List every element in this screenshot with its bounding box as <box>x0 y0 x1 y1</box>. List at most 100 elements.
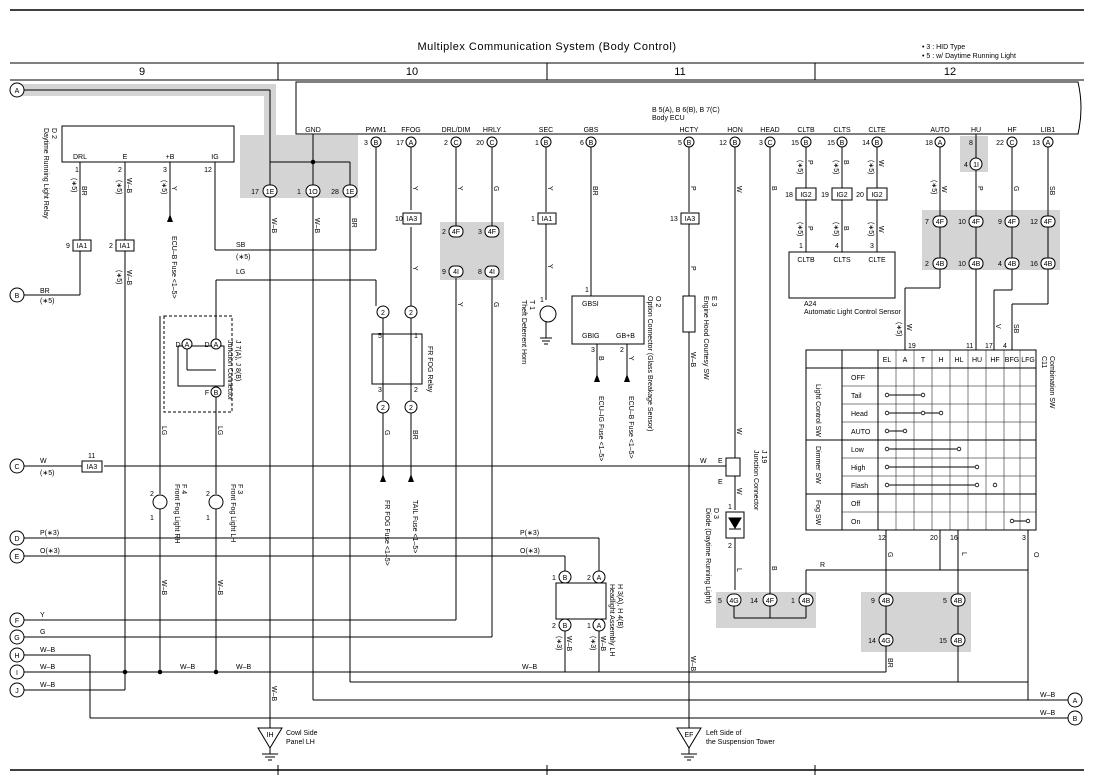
combination-switch-table: EL A T H HL HU HF BFG LFG OFF Tail Head … <box>805 349 1055 531</box>
combo-row-tail: Tail <box>851 393 862 400</box>
gnd-pin-1: 1 <box>297 189 301 196</box>
svg-text:10: 10 <box>958 261 966 268</box>
term-c-star: (∗5) <box>40 470 54 477</box>
a24-pin-clte: CLTE <box>868 257 886 264</box>
conn-drl: C <box>453 140 458 147</box>
wire-sb-lib1: SB <box>1048 186 1055 196</box>
note-drl: • 5 : w/ Daytime Running Light <box>922 53 1016 60</box>
term-c-wire: W <box>40 458 47 465</box>
column-9: 9 <box>139 66 145 78</box>
svg-text:1: 1 <box>585 287 589 294</box>
gbs-name: Option Connector (Glass Breakage Sensor) <box>646 296 653 431</box>
svg-text:2: 2 <box>728 543 732 550</box>
wire-y-drl: Y <box>456 186 463 191</box>
diagram-title: Multiplex Communication System (Body Con… <box>417 41 676 53</box>
terminal-e: E <box>15 554 20 561</box>
svg-text:4: 4 <box>964 162 968 169</box>
4i-hrly: 4I <box>489 269 495 276</box>
j19-pin-e2: E <box>718 479 723 486</box>
num-lib1: 13 <box>1032 140 1040 147</box>
conn-hf: C <box>1009 140 1014 147</box>
4b-combo-3: 4B <box>954 638 963 645</box>
horn-name: Theft Deterrent Horn <box>520 300 527 364</box>
svg-text:1: 1 <box>728 504 732 511</box>
terminal-a: A <box>15 88 20 95</box>
wire-wb-ih: W–B <box>270 686 277 702</box>
hl-wire-o: O(∗3) <box>520 548 540 555</box>
pin-auto: AUTO <box>930 127 950 134</box>
drl-num-1: 1 <box>75 167 79 174</box>
term-e-wire: O(∗3) <box>40 548 60 555</box>
wire-v-combo: V <box>994 324 1001 329</box>
j7-pin-b: B <box>214 390 219 397</box>
wire-g-relay: G <box>383 430 390 435</box>
terminal-f: F <box>15 618 19 625</box>
num-pwm1: 3 <box>364 140 368 147</box>
ground-ef-name-2: the Suspension Tower <box>706 739 775 746</box>
svg-text:3: 3 <box>591 347 595 354</box>
j7-name: Junction Connector <box>226 340 233 401</box>
num-hf: 22 <box>996 140 1004 147</box>
fog-rh-name: Front Fog Light RH <box>173 484 180 544</box>
wire-sb-combo: SB <box>1012 324 1019 334</box>
svg-text:1: 1 <box>552 575 556 582</box>
terminal-i: I <box>16 670 18 677</box>
hl-conn-a1: A <box>597 575 602 582</box>
terminal-right-a: A <box>1073 698 1078 705</box>
svg-text:9: 9 <box>871 598 875 605</box>
wire-y-sec: Y <box>546 186 553 191</box>
svg-text:16: 16 <box>1030 261 1038 268</box>
pin-lib1: LIB1 <box>1041 127 1056 134</box>
combo-bot-20: 20 <box>930 535 938 542</box>
note-hid: • 3 : HID Type <box>922 44 965 51</box>
wire-g-combo: G <box>886 552 893 557</box>
wire-g-hrly: G <box>492 186 499 191</box>
diode-name: Diode (Daytime Running Light) <box>704 508 711 604</box>
combo-top-4: 4 <box>1003 343 1007 350</box>
num-hcty: 5 <box>678 140 682 147</box>
star-clts2: (∗5) <box>832 222 839 236</box>
num-sec: 1 <box>535 140 539 147</box>
drl-relay-code: D 2 <box>50 128 57 139</box>
combo-row-head: Head <box>851 411 868 418</box>
star-cltb2: (∗5) <box>796 222 803 236</box>
wire-star5-3: (∗5) <box>160 180 167 194</box>
svg-text:9: 9 <box>442 269 446 276</box>
gnd-pin-28: 28 <box>331 189 339 196</box>
wire-lg: LG <box>236 269 245 276</box>
j7-pin-a2: A <box>214 342 219 349</box>
drl-pin-b: +B <box>166 154 175 161</box>
svg-text:2: 2 <box>552 623 556 630</box>
terminal-h: H <box>14 653 19 660</box>
combo-row-high: High <box>851 465 866 472</box>
wire-wb-hcty2: W–B <box>689 656 696 672</box>
gnd-conn-1: 1E <box>266 189 275 196</box>
combo-group-dimmer: Dimmer SW <box>814 446 821 484</box>
gnd-pin-17: 17 <box>251 189 259 196</box>
star-clte: (∗5) <box>867 160 874 174</box>
ia1-sec: IA1 <box>542 216 553 223</box>
4f-head: 4F <box>766 598 774 605</box>
combo-col-hl: HL <box>955 357 964 364</box>
wire-w-clte2: W <box>877 226 884 233</box>
wire-wb-bus2: W–B <box>236 664 252 671</box>
relay-conn-2a: 2 <box>381 310 385 317</box>
a24-name: Automatic Light Control Sensor <box>804 309 902 316</box>
term-j-wire: W–B <box>40 682 56 689</box>
gbs-pin-gb-b: GB+B <box>616 333 635 340</box>
star-auto: (∗5) <box>930 180 937 194</box>
ground-ih-code: IH <box>267 732 274 739</box>
wire-star5-sb: (∗5) <box>236 254 250 261</box>
combo-top-17: 17 <box>985 343 993 350</box>
j7-code: J 7(A), J 8(B) <box>234 340 241 381</box>
combo-col-lfg: LFG <box>1021 357 1035 364</box>
combo-bot-16: 16 <box>950 535 958 542</box>
relay-pin-2: 2 <box>414 387 418 394</box>
term-g-wire: G <box>40 629 45 636</box>
combo-row-fog-off: Off <box>851 501 860 508</box>
wire-b-clts: B <box>842 160 849 165</box>
wire-o-combo: O <box>1032 552 1039 558</box>
gbs-pin-gbig: GBIG <box>582 333 600 340</box>
fog-rh-pin-1: 1 <box>150 515 154 522</box>
ecu-label-2: Body ECU <box>652 115 685 122</box>
